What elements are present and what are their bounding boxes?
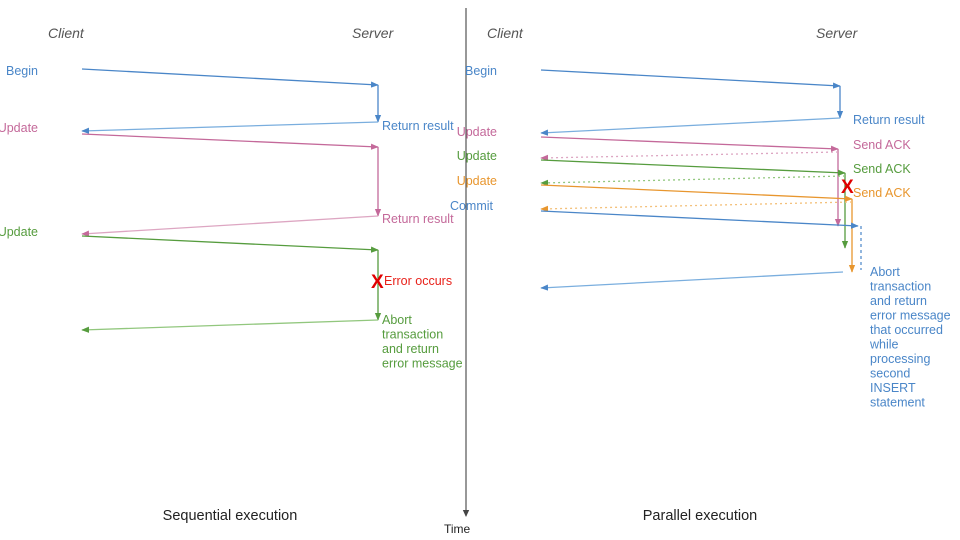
time-axis: Time [444,8,471,536]
message-label: Update [457,174,497,188]
message-label: that occurred [870,323,943,337]
message-return-result-1: Return result [81,119,454,134]
message-return-result-2: Return result [81,212,454,237]
message-arrow [540,136,839,152]
client-role-label: Client [487,25,524,41]
message-label: Update [457,125,497,139]
message-label: error message [382,357,463,371]
message-label: Update [0,121,38,135]
panel-caption: Sequential execution [163,508,298,524]
message-label: Update [0,225,38,239]
message-label: Update [457,149,497,163]
message-label: error message [870,309,951,323]
error-x-icon: X [371,272,384,293]
message-label: transaction [870,280,931,294]
server-role-label: Server [816,25,859,41]
error-x-icon: X [841,177,854,198]
message-label: processing [870,352,930,366]
message-label: Send ACK [853,138,911,152]
message-label: Return result [382,119,454,133]
message-label: second [870,367,910,381]
message-arrow [81,215,379,237]
message-arrow [540,175,846,186]
message-label: Commit [450,199,494,213]
message-label: while [869,338,899,352]
message-label: Send ACK [853,186,911,200]
time-axis-arrowhead [462,510,470,517]
message-label: Return result [853,113,925,127]
message-arrow [540,159,846,176]
message-label: and return [870,294,927,308]
message-begin: Begin [465,64,841,89]
message-arrow [540,271,844,291]
message-label: transaction [382,328,443,342]
message-arrow [81,68,379,88]
message-arrow [81,235,379,253]
message-label: Begin [465,64,497,78]
message-label: Return result [382,212,454,226]
message-arrow [540,210,859,229]
message-arrow [540,151,839,161]
message-update-2: Update [457,149,846,176]
message-send-ack-2: Send ACK [540,162,911,186]
message-label: Begin [6,64,38,78]
message-send-ack-1: Send ACK [540,138,911,161]
message-label: Abort [382,313,412,327]
time-axis-label: Time [444,522,471,536]
client-role-label: Client [48,25,85,41]
message-return-result: Return result [540,113,925,136]
message-label: Abort [870,265,900,279]
message-update-2: Update [0,225,379,253]
message-arrow [540,184,853,202]
message-send-ack-3: Send ACK [540,186,911,212]
message-label: and return [382,342,439,356]
message-update-1: Update [0,121,379,150]
panel-caption: Parallel execution [643,508,757,524]
message-update-3: Update [457,174,853,202]
error-marker: X [841,177,854,198]
message-arrow [540,117,841,136]
message-arrow [81,121,379,134]
message-arrow [540,201,853,212]
message-label: Send ACK [853,162,911,176]
message-update-1: Update [457,125,839,152]
error-text: Error occurs [384,274,452,288]
message-begin: Begin [6,64,379,88]
message-label: statement [870,396,925,410]
message-label: INSERT [870,381,916,395]
server-role-label: Server [352,25,395,41]
message-arrow [81,319,379,333]
message-arrow [540,69,841,89]
message-arrow [81,133,379,150]
message-commit: Commit [450,199,859,229]
